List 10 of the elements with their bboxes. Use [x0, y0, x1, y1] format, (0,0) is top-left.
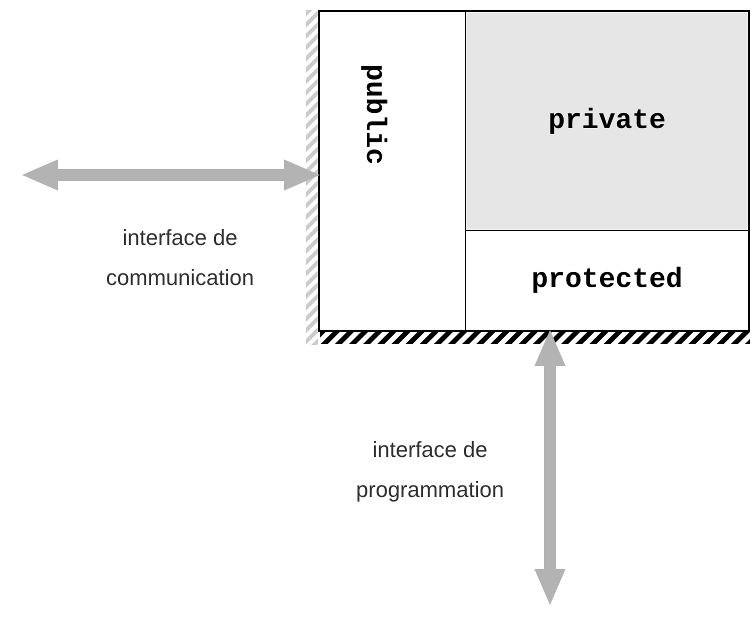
class-box	[318, 10, 750, 332]
double-arrow	[22, 159, 320, 191]
keyword-label: protected	[531, 265, 683, 296]
double-arrow	[534, 330, 566, 605]
keyword-label: private	[548, 106, 666, 136]
interface-label: interface de programmation	[355, 436, 505, 504]
shaded-section	[465, 12, 748, 230]
interface-label: interface de communication	[105, 224, 255, 292]
keyword-label: public	[358, 64, 389, 165]
section	[465, 230, 748, 330]
